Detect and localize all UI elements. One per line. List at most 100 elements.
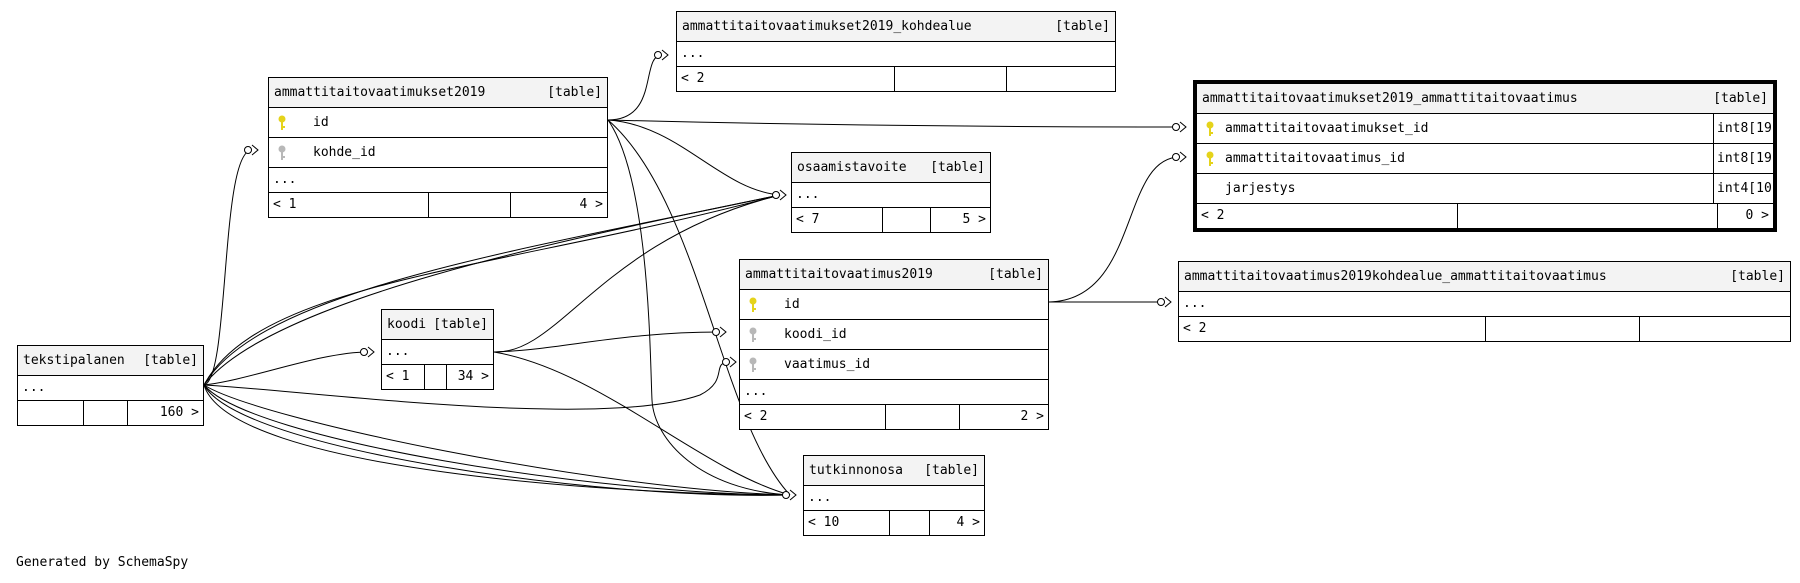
more-columns: ...	[808, 490, 832, 505]
table-tag: [table]	[924, 463, 979, 478]
table-ammattitaitovaatimus2019[interactable]: ammattitaitovaatimus2019 [table] id koodi…	[739, 259, 1049, 430]
parents-count[interactable]: < 2	[1201, 208, 1225, 223]
optional-marker	[1172, 153, 1180, 161]
children-count[interactable]: 34 >	[446, 365, 493, 389]
children-count[interactable]: 4 >	[510, 193, 607, 217]
relationship-line	[607, 119, 781, 196]
table-name: ammattitaitovaatimukset2019	[274, 85, 486, 100]
parents-count[interactable]: < 1	[273, 197, 297, 212]
more-columns: ...	[681, 46, 705, 61]
column-name: vaatimus_id	[784, 357, 871, 372]
column-name: ammattitaitovaatimukset_id	[1225, 121, 1429, 136]
table-name: ammattitaitovaatimukset2019_ammattitaito…	[1202, 91, 1578, 106]
parents-count[interactable]: < 2	[681, 71, 705, 86]
column-name: id	[784, 297, 800, 312]
optional-marker	[1172, 123, 1180, 131]
relationship-line	[203, 194, 781, 386]
fk-key-icon	[278, 145, 286, 160]
relationship-line	[607, 119, 791, 496]
many-marker	[779, 189, 787, 201]
table-tag: [table]	[143, 353, 198, 368]
table-koodi[interactable]: koodi[table] ... < 1 34 >	[381, 309, 494, 390]
pk-key-icon	[1206, 151, 1214, 166]
many-marker	[367, 346, 375, 358]
parents-count[interactable]: < 2	[1183, 321, 1207, 336]
columns-count	[1485, 317, 1639, 341]
fk-key-icon	[749, 327, 757, 342]
table-name: tekstipalanen	[23, 353, 125, 368]
table-tag: [table]	[988, 267, 1043, 282]
parents-count[interactable]	[18, 401, 83, 425]
table-name: ammattitaitovaatimukset2019_kohdealue	[682, 19, 972, 34]
table-ammattitaitovaatimukset2019-ammattitaitovaatimus[interactable]: ammattitaitovaatimukset2019_ammattitaito…	[1193, 80, 1780, 232]
more-columns: ...	[744, 384, 768, 399]
optional-marker	[1157, 298, 1165, 306]
table-ammattitaitovaatimukset2019[interactable]: ammattitaitovaatimukset2019 [table] id ko…	[268, 77, 608, 218]
column-name: koodi_id	[784, 327, 847, 342]
fk-key-icon	[749, 357, 757, 372]
children-count[interactable]: 160 >	[127, 401, 203, 425]
column-type: int8[19]	[1713, 144, 1780, 173]
relationship-line	[493, 331, 721, 353]
relationship-line	[493, 194, 781, 353]
children-count[interactable]: 5 >	[930, 208, 990, 232]
relationship-line	[203, 384, 791, 496]
relationship-line	[203, 149, 253, 386]
relationship-line	[607, 119, 1181, 128]
table-tag: [table]	[1730, 269, 1785, 284]
relationship-line	[607, 119, 791, 496]
column-name: ammattitaitovaatimus_id	[1225, 151, 1406, 166]
optional-marker	[360, 348, 368, 356]
more-columns: ...	[1183, 296, 1207, 311]
children-count[interactable]: 4 >	[929, 511, 984, 535]
table-tag: [table]	[930, 160, 985, 175]
more-columns: ...	[273, 172, 297, 187]
parents-count[interactable]: < 7	[796, 212, 820, 227]
relationship-line	[607, 54, 663, 121]
parents-count[interactable]: < 1	[386, 369, 410, 384]
optional-marker	[654, 51, 662, 59]
columns-count	[428, 193, 510, 217]
relationship-line	[1048, 156, 1181, 303]
more-columns: ...	[796, 187, 820, 202]
columns-count	[889, 511, 929, 535]
column-name: kohde_id	[313, 145, 376, 160]
more-columns: ...	[22, 380, 46, 395]
many-marker	[661, 49, 669, 61]
table-ammattitaitovaatimus2019kohdealue-ammattitaitovaatimus[interactable]: ammattitaitovaatimus2019kohdealue_ammatt…	[1178, 261, 1791, 342]
columns-count	[882, 208, 930, 232]
more-columns: ...	[386, 344, 410, 359]
optional-marker	[772, 191, 780, 199]
children-count[interactable]	[1006, 67, 1115, 91]
relationship-line	[203, 361, 731, 410]
optional-marker	[244, 146, 252, 154]
parents-count[interactable]: < 10	[808, 515, 840, 530]
table-tag: [table]	[547, 85, 602, 100]
children-count[interactable]	[1639, 317, 1790, 341]
table-tag: [table]	[433, 317, 488, 332]
many-marker	[1164, 296, 1172, 308]
column-name: id	[313, 115, 329, 130]
table-tutkinnonosa[interactable]: tutkinnonosa[table] ... < 10 4 >	[803, 455, 985, 536]
generated-by-footer: Generated by SchemaSpy	[16, 555, 189, 570]
pk-key-icon	[278, 115, 286, 130]
table-name: ammattitaitovaatimus2019	[745, 267, 933, 282]
columns-count	[1457, 204, 1717, 228]
table-ammattitaitovaatimukset2019-kohdealue[interactable]: ammattitaitovaatimukset2019_kohdealue [ta…	[676, 11, 1116, 92]
table-name: osaamistavoite	[797, 160, 907, 175]
table-tag: [table]	[1055, 19, 1110, 34]
children-count[interactable]: 2 >	[959, 405, 1048, 429]
column-type: int4[10]	[1713, 174, 1780, 203]
table-osaamistavoite[interactable]: osaamistavoite [table] ... < 7 5 >	[791, 152, 991, 233]
relationship-line	[203, 351, 369, 386]
parents-count[interactable]: < 2	[744, 409, 768, 424]
table-tekstipalanen[interactable]: tekstipalanen [table] ... 160 >	[17, 345, 204, 426]
columns-count	[894, 67, 1006, 91]
relationship-line	[493, 351, 791, 496]
optional-marker	[712, 328, 720, 336]
children-count[interactable]: 0 >	[1717, 204, 1773, 228]
table-name: ammattitaitovaatimus2019kohdealue_ammatt…	[1184, 269, 1607, 284]
column-type: int8[19]	[1713, 114, 1780, 143]
many-marker	[729, 356, 737, 368]
